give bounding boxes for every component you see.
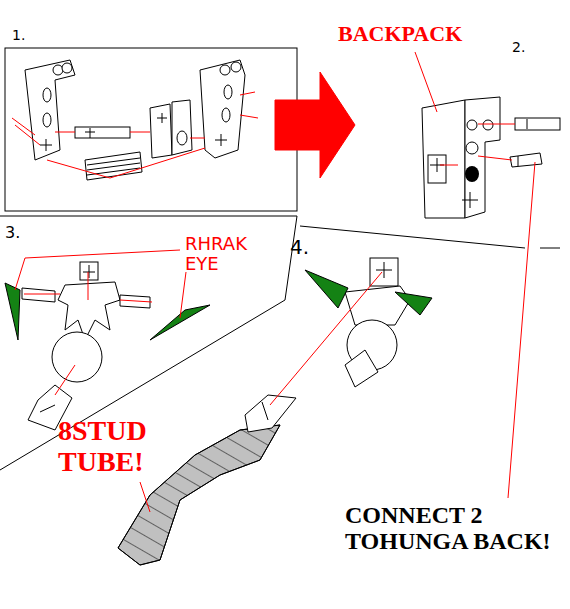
step-number: 2. [512, 40, 542, 55]
step-number: 4. [290, 236, 324, 258]
part-name: RHRAK EYE [185, 234, 275, 274]
part-name: BACKPACK [338, 22, 478, 46]
step-number: 3. [5, 224, 35, 242]
eye-piece [5, 283, 20, 340]
instruction-note: CONNECT 2 TOHUNGA BACK! [345, 502, 565, 555]
leader-lines [415, 52, 535, 498]
leader-lines [12, 92, 258, 178]
eye-piece [395, 292, 432, 315]
hole [465, 166, 479, 182]
step-frame [5, 48, 297, 211]
step-number: 1. [12, 28, 42, 43]
eye-piece [305, 270, 348, 308]
leader-lines [15, 250, 186, 395]
part-name: 8STUD TUBE! [58, 416, 158, 478]
leader-line [270, 272, 382, 405]
backpack-parts [422, 97, 560, 218]
leader-line [140, 482, 150, 512]
step3-parts [22, 262, 150, 430]
eye-piece [150, 305, 210, 340]
step-arrow [275, 72, 355, 178]
step1-parts [25, 60, 245, 180]
